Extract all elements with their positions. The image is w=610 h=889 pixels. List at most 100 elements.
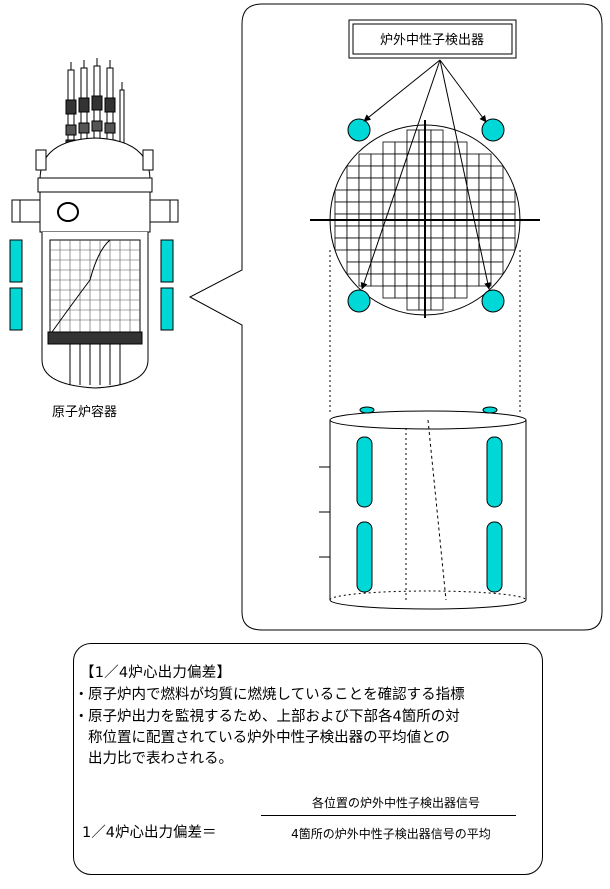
core-elevation-view: [319, 406, 527, 610]
fuel-assembly-cell: [406, 177, 420, 191]
fuel-assembly-cell: [454, 285, 468, 299]
fuel-assembly-cell: [490, 189, 504, 203]
fuel-assembly-cell: [346, 249, 360, 263]
fuel-assembly-cell: [406, 225, 420, 239]
fuel-assembly-cell: [430, 189, 444, 203]
formula-numerator: 各位置の炉外中性子検出器信号: [311, 796, 480, 810]
fuel-assembly-cell: [382, 165, 396, 179]
fuel-assembly-cell: [406, 189, 420, 203]
fuel-assembly-cell: [442, 225, 456, 239]
fuel-assembly-cell: [394, 165, 408, 179]
fuel-assembly-cell: [346, 177, 360, 191]
fuel-assembly-cell: [466, 273, 480, 287]
fuel-assembly-cell: [346, 225, 360, 239]
bullet-text-continued: 称位置に配置されている炉外中性子検出器の平均値との: [88, 730, 450, 746]
fuel-assembly-cell: [478, 165, 492, 179]
fuel-assembly-cell: [334, 225, 348, 239]
fuel-assembly-cell: [430, 249, 444, 263]
fuel-assembly-cell: [490, 237, 504, 251]
fuel-assembly-cell: [466, 237, 480, 251]
fuel-assembly-cell: [490, 261, 504, 275]
fuel-assembly-cell: [382, 225, 396, 239]
fuel-assembly-cell: [406, 153, 420, 167]
fuel-assembly-cell: [394, 225, 408, 239]
fuel-assembly-cell: [382, 285, 396, 299]
fuel-assembly-cell: [478, 225, 492, 239]
fuel-assembly-cell: [442, 273, 456, 287]
fuel-assembly-cell: [406, 165, 420, 179]
detector-label: 炉外中性子検出器: [380, 33, 484, 48]
fuel-assembly-cell: [478, 177, 492, 191]
fuel-assembly-cell: [406, 201, 420, 215]
fuel-assembly-cell: [442, 165, 456, 179]
fuel-assembly-cell: [430, 153, 444, 167]
fuel-assembly-cell: [442, 261, 456, 275]
fuel-assembly-cell: [382, 153, 396, 167]
fuel-assembly-cell: [406, 249, 420, 263]
fuel-assembly-cell: [466, 177, 480, 191]
fuel-assembly-cell: [394, 189, 408, 203]
fuel-assembly-cell: [394, 273, 408, 287]
fuel-assembly-cell: [478, 237, 492, 251]
fuel-assembly-cell: [382, 261, 396, 275]
fuel-assembly-cell: [394, 261, 408, 275]
fuel-assembly-cell: [490, 165, 504, 179]
bullet-mark: ・: [74, 687, 89, 703]
ex-core-detector: [486, 521, 503, 593]
fuel-assembly-cell: [370, 273, 384, 287]
fuel-assembly-cell: [442, 237, 456, 251]
fuel-assembly-cell: [490, 225, 504, 239]
fuel-assembly-cell: [334, 189, 348, 203]
fuel-assembly-cell: [502, 225, 516, 239]
ex-core-detector: [347, 289, 371, 313]
fuel-assembly-cell: [454, 273, 468, 287]
fuel-assembly-cell: [466, 249, 480, 263]
fuel-assembly-cell: [346, 165, 360, 179]
fuel-assembly-cell: [406, 237, 420, 251]
fuel-assembly-cell: [478, 153, 492, 167]
fuel-assembly-cell: [454, 201, 468, 215]
fuel-assembly-cell: [442, 189, 456, 203]
fuel-assembly-cell: [346, 237, 360, 251]
fuel-assembly-cell: [406, 261, 420, 275]
fuel-assembly-cell: [430, 177, 444, 191]
fuel-assembly-cell: [442, 285, 456, 299]
fuel-assembly-cell: [430, 273, 444, 287]
fuel-assembly-cell: [358, 225, 372, 239]
fuel-assembly-cell: [382, 249, 396, 263]
fuel-assembly-cell: [502, 189, 516, 203]
fuel-assembly-cell: [454, 249, 468, 263]
fuel-assembly-cell: [490, 249, 504, 263]
fuel-assembly-cell: [466, 153, 480, 167]
fuel-assembly-cell: [394, 285, 408, 299]
fuel-assembly-cell: [442, 177, 456, 191]
fuel-assembly-cell: [370, 177, 384, 191]
callout-panel: [188, 3, 603, 631]
info-title: 【1／4炉心出力偏差】: [80, 665, 232, 681]
fuel-assembly-cell: [454, 141, 468, 155]
ex-core-detector: [356, 436, 373, 508]
ex-core-detector: [486, 436, 503, 508]
fuel-assembly-cell: [442, 141, 456, 155]
fuel-assembly-cell: [502, 201, 516, 215]
ex-core-detector: [160, 287, 174, 331]
core-plan-view: [310, 59, 540, 318]
fuel-assembly-cell: [358, 189, 372, 203]
fuel-assembly-cell: [430, 201, 444, 215]
fuel-assembly-cell: [358, 177, 372, 191]
fuel-assembly-cell: [358, 249, 372, 263]
fuel-assembly-cell: [394, 237, 408, 251]
fuel-assembly-cell: [406, 297, 420, 311]
fuel-assembly-cell: [346, 189, 360, 203]
fuel-assembly-cell: [406, 285, 420, 299]
fuel-assembly-cell: [454, 189, 468, 203]
ex-core-detector: [160, 239, 174, 283]
fuel-assembly-cell: [370, 189, 384, 203]
fuel-assembly-cell: [442, 201, 456, 215]
bullet-mark: ・: [74, 709, 89, 725]
fuel-assembly-cell: [442, 249, 456, 263]
fuel-assembly-cell: [394, 249, 408, 263]
fuel-assembly-cell: [406, 273, 420, 287]
ex-core-detector: [9, 287, 23, 331]
